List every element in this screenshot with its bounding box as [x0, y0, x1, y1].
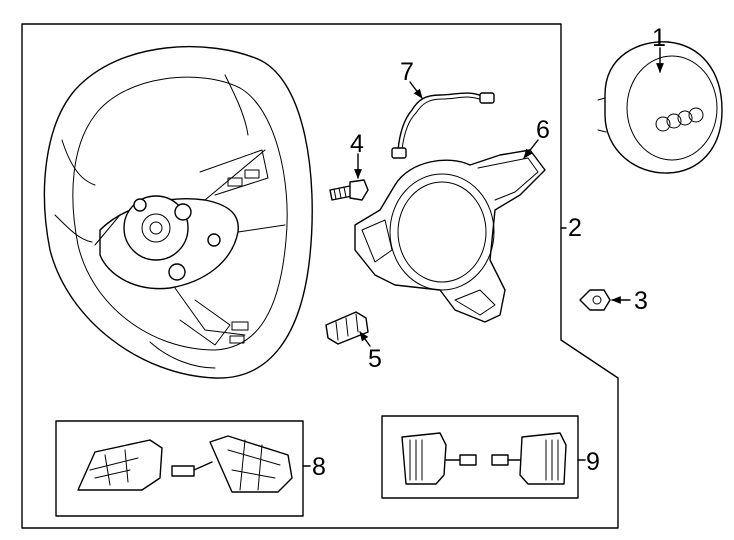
paddle-right-9: [491, 432, 567, 485]
module-item-5: [325, 311, 369, 345]
paddle-left-9: [401, 432, 477, 485]
callout-1: 1: [652, 24, 666, 52]
paddle-switch-right: [209, 435, 293, 493]
steering-wheel: [43, 45, 313, 379]
leader-5: [359, 331, 371, 347]
group-box-8: [55, 420, 304, 517]
group-box-9: [381, 415, 579, 499]
switch-frame: [354, 149, 546, 323]
callout-6: 6: [536, 116, 550, 144]
callout-4: 4: [350, 130, 364, 158]
callout-8: 8: [312, 453, 326, 481]
leader-7: [409, 81, 423, 99]
callout-3: 3: [634, 287, 648, 315]
callout-9: 9: [586, 448, 600, 476]
connector-8: [171, 461, 213, 477]
callout-2: 2: [568, 214, 582, 242]
callout-5: 5: [368, 345, 382, 373]
callout-7: 7: [400, 58, 414, 86]
assembly-boundary: [21, 23, 619, 529]
airbag-module: [597, 41, 723, 174]
wiring-harness: [391, 92, 495, 159]
nut-item-3: [579, 289, 611, 311]
leader-6: [523, 139, 539, 159]
bolt-item-4: [329, 179, 369, 201]
paddle-switch-left: [77, 439, 163, 491]
